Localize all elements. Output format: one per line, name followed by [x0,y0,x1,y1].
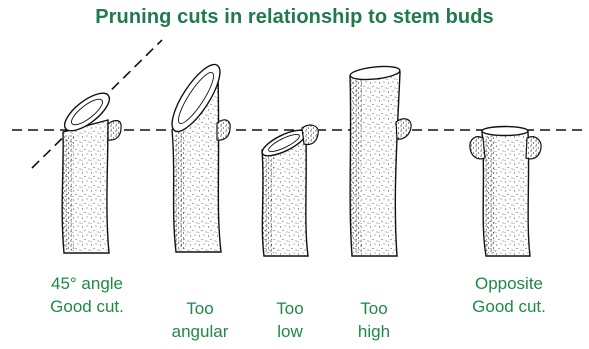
caption-45-degree: 45° angle Good cut. [20,272,154,318]
caption-too-low: Too low [250,297,330,343]
caption-too-angular: Too angular [150,297,250,343]
caption-too-high: Too high [334,297,414,343]
stem-too-angular [164,58,230,252]
bud-icon [302,125,318,144]
stem-45-degree-good-cut [59,87,121,253]
right-bud-icon [526,137,541,159]
stem-too-low [259,125,318,256]
left-bud-icon [470,137,485,159]
bud-icon [217,120,230,140]
stem-opposite-good-cut [470,127,541,257]
caption-opposite: Opposite Good cut. [448,272,570,318]
bud-icon [108,121,121,141]
bud-icon [396,119,411,139]
stem-too-high [350,64,412,256]
